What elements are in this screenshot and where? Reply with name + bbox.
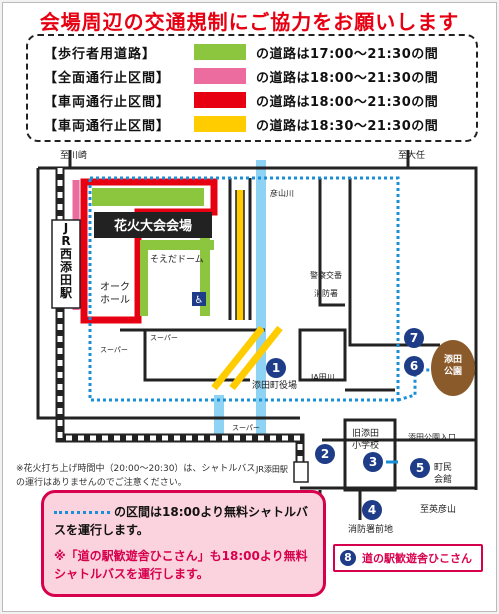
legend-label: 【歩行者用道路】 xyxy=(44,46,157,62)
legend-text: の道路は18:00～21:30の間 xyxy=(256,70,439,86)
legend-row-full-closure: 【全面通行止区間】 の道路は18:00～21:30の間 xyxy=(44,65,438,87)
legend-text: の道路は17:00～21:30の間 xyxy=(256,46,439,62)
notice-line-2: ※「道の駅歓遊舎ひこさん」も18:00より無料シャトルバスを運行します。 xyxy=(54,549,308,581)
legend-swatch-red xyxy=(194,92,246,108)
legend-label: 【車両通行止区間】 xyxy=(44,118,171,134)
legend-swatch-yellow xyxy=(194,116,246,132)
notice-line-1-text: の区間は18:00より無料シャトルバスを運行します。 xyxy=(54,505,308,537)
legend-text: の道路は18:00～21:30の間 xyxy=(256,94,439,110)
legend-row-vehicle-closure-yellow: 【車両通行止区間】 の道路は18:30～21:30の間 xyxy=(44,113,438,135)
notice-line-1: の区間は18:00より無料シャトルバスを運行します。 xyxy=(54,503,316,539)
legend-label: 【車両通行止区間】 xyxy=(44,94,171,110)
michi-no-eki-badge: 8 道の駅歓遊舎ひこさん xyxy=(333,544,483,572)
legend-swatch-pink xyxy=(194,68,246,84)
shuttle-route-sample xyxy=(54,511,110,514)
page-title: 会場周辺の交通規制にご協力をお願いします xyxy=(39,10,460,34)
shuttle-note: ※花火打ち上げ時間中（20:00～20:30）は、シャトルバスの運行はありません… xyxy=(16,464,256,488)
legend-box: 【歩行者用道路】 の道路は17:00～21:30の間 【全面通行止区間】 の道路… xyxy=(26,34,478,142)
legend-label: 【全面通行止区間】 xyxy=(44,70,171,86)
legend-swatch-green xyxy=(194,44,246,60)
legend-row-vehicle-closure-red: 【車両通行止区間】 の道路は18:00～21:30の間 xyxy=(44,89,438,111)
marker-8: 8 xyxy=(340,550,356,566)
legend-text: の道路は18:30～21:30の間 xyxy=(256,118,439,134)
michi-no-eki-label: 道の駅歓遊舎ひこさん xyxy=(362,552,472,565)
shuttle-notice-box: の区間は18:00より無料シャトルバスを運行します。 ※「道の駅歓遊舎ひこさん」… xyxy=(41,490,326,597)
legend-row-pedestrian: 【歩行者用道路】 の道路は17:00～21:30の間 xyxy=(44,41,438,63)
